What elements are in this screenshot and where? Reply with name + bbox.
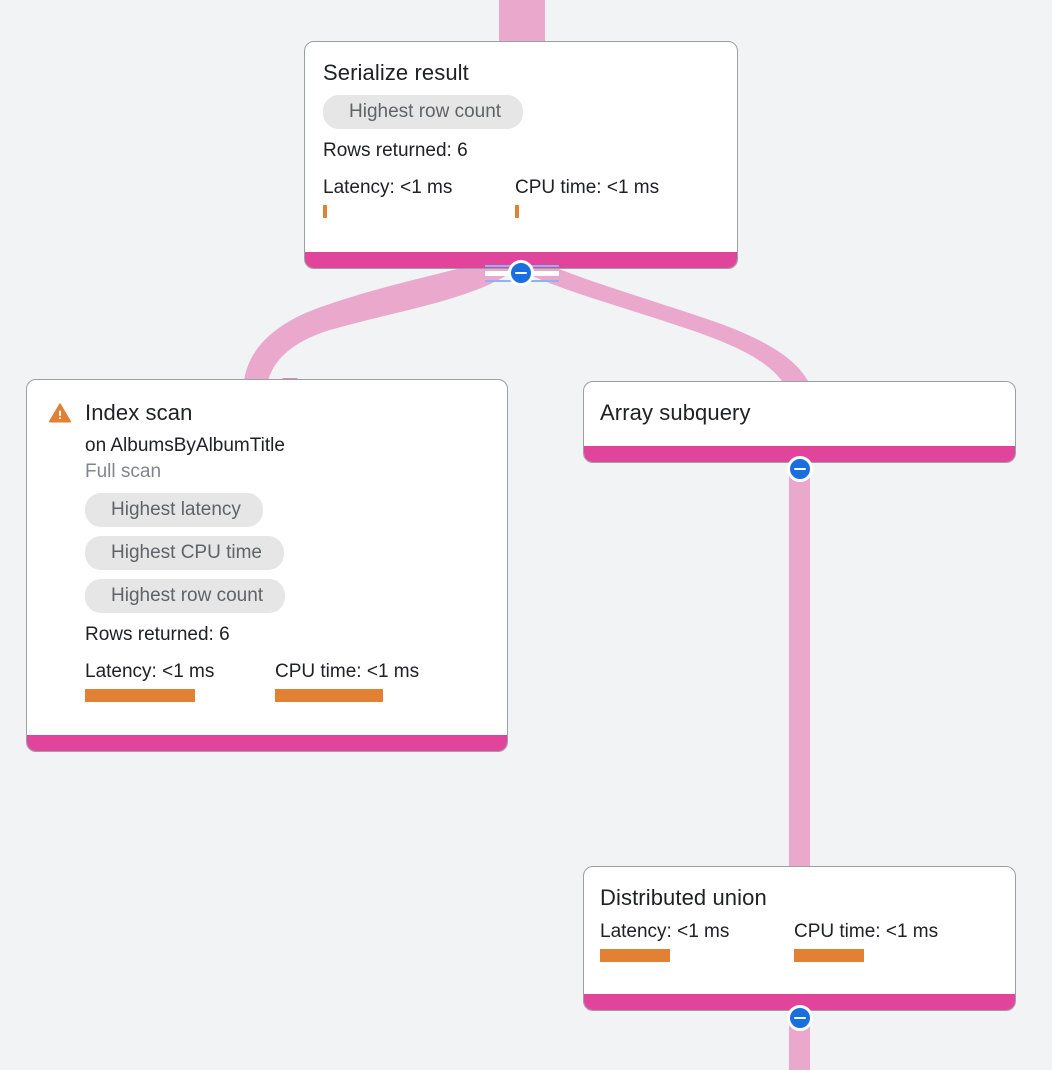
node-title: Index scan [85, 400, 193, 425]
metric-latency: Latency: <1 ms [323, 177, 515, 218]
collapse-toggle-array-subquery[interactable] [787, 456, 813, 482]
rows-returned-label: Rows returned: 6 [85, 624, 230, 645]
node-serialize-result-title-row: Serialize result [323, 60, 719, 86]
metric-cpu-time: CPU time: <1 ms [794, 921, 938, 962]
node-index-scan-pills: Highest latency Highest CPU time Highest… [85, 484, 489, 613]
node-index-scan-subtitle: on AlbumsByAlbumTitle [85, 435, 285, 456]
metric-latency-bar [85, 689, 195, 702]
badge-highest-cpu-time: Highest CPU time [85, 536, 284, 570]
node-accent-bar [27, 735, 507, 751]
metric-cpu-time-label: CPU time: <1 ms [794, 921, 939, 942]
node-index-scan-metrics: Latency: <1 ms CPU time: <1 ms [85, 661, 489, 702]
node-accent-bar [584, 994, 1015, 1010]
node-title: Array subquery [600, 400, 751, 425]
metric-cpu-time-bar [515, 205, 519, 218]
metric-cpu-time-bar [794, 949, 864, 962]
node-serialize-result-body: Serialize result Highest row count Rows … [305, 42, 737, 232]
node-title: Serialize result [323, 60, 469, 85]
metric-cpu-time: CPU time: <1 ms [515, 177, 659, 218]
metric-latency-bar [323, 205, 327, 218]
node-serialize-result-pills: Highest row count [323, 86, 719, 129]
rows-returned-label: Rows returned: 6 [323, 140, 468, 161]
node-accent-bar [584, 446, 1015, 462]
edge-serialize-to-index-scan [244, 255, 512, 381]
node-index-scan-title-row: Index scan [49, 400, 489, 426]
edge-array-subquery-to-distributed-union [789, 462, 810, 866]
metric-cpu-time-label: CPU time: <1 ms [515, 177, 660, 198]
metric-latency-bar [600, 949, 670, 962]
metric-cpu-time-bar [275, 689, 383, 702]
warning-triangle-icon [49, 403, 71, 423]
edge-serialize-to-array-subquery [524, 258, 808, 381]
node-serialize-result[interactable]: Serialize result Highest row count Rows … [304, 41, 738, 269]
metric-cpu-time: CPU time: <1 ms [275, 661, 419, 702]
node-distributed-union[interactable]: Distributed union Latency: <1 ms CPU tim… [583, 866, 1016, 1011]
node-array-subquery-body: Array subquery [584, 382, 1015, 426]
badge-highest-row-count: Highest row count [85, 579, 286, 613]
node-index-scan-body: Index scan on AlbumsByAlbumTitle Full sc… [27, 380, 507, 716]
badge-highest-row-count: Highest row count [323, 95, 524, 129]
metric-latency: Latency: <1 ms [600, 921, 794, 962]
node-distributed-union-metrics: Latency: <1 ms CPU time: <1 ms [600, 921, 997, 962]
metric-latency-label: Latency: <1 ms [600, 921, 730, 942]
metric-latency-label: Latency: <1 ms [323, 177, 453, 198]
node-index-scan[interactable]: Index scan on AlbumsByAlbumTitle Full sc… [26, 379, 508, 752]
node-distributed-union-body: Distributed union Latency: <1 ms CPU tim… [584, 867, 1015, 962]
node-array-subquery[interactable]: Array subquery [583, 381, 1016, 463]
node-serialize-result-metrics: Latency: <1 ms CPU time: <1 ms [323, 177, 719, 218]
edge-incoming-top [499, 0, 545, 44]
node-title: Distributed union [600, 885, 767, 910]
metric-cpu-time-label: CPU time: <1 ms [275, 661, 420, 682]
metric-latency: Latency: <1 ms [85, 661, 275, 702]
node-index-scan-scan-type: Full scan [85, 461, 162, 482]
badge-highest-latency: Highest latency [85, 493, 263, 527]
collapse-toggle-distributed-union[interactable] [787, 1005, 813, 1031]
collapse-toggle-serialize-result[interactable] [508, 260, 534, 286]
metric-latency-label: Latency: <1 ms [85, 661, 215, 682]
